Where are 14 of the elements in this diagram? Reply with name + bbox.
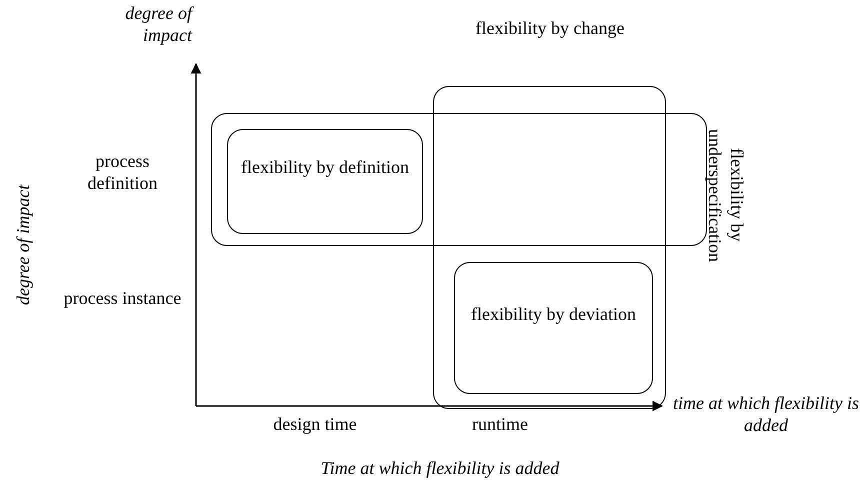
rounded-box: [454, 262, 653, 394]
node-label: flexibility by deviation: [470, 303, 637, 326]
column-label: runtime: [471, 413, 529, 435]
node-label: flexibility by change: [474, 17, 626, 40]
rounded-box: [227, 129, 423, 234]
row-label: process instance: [62, 287, 182, 309]
row-label: process definition: [86, 150, 158, 194]
axis-title: degree of impact: [124, 2, 192, 46]
column-label: design time: [272, 413, 358, 435]
axis-title: degree of impact: [12, 184, 34, 308]
node-label: flexibility by underspecification: [704, 128, 748, 264]
axis-title: Time at which flexibility is added: [320, 457, 560, 479]
node-label: flexibility by definition: [240, 156, 410, 179]
axis-title: time at which flexibility is added: [672, 392, 860, 436]
